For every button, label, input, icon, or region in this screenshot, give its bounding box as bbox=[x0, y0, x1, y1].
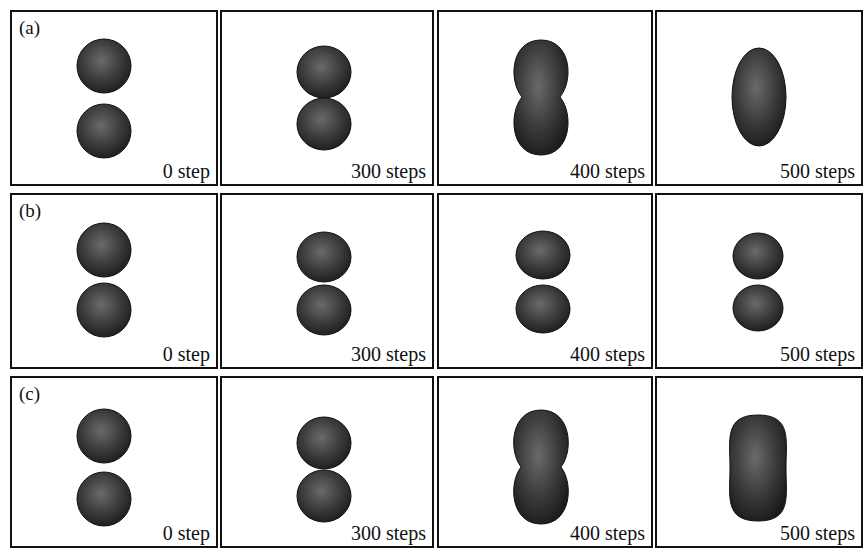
image-panel: 400 steps bbox=[437, 10, 653, 186]
droplet bbox=[297, 470, 351, 522]
image-panel: 500 steps bbox=[655, 10, 863, 186]
droplet bbox=[297, 285, 351, 335]
step-label: 400 steps bbox=[570, 161, 645, 181]
droplet bbox=[77, 472, 131, 526]
droplet bbox=[297, 46, 351, 98]
image-panel: 300 steps bbox=[220, 193, 434, 369]
droplet bbox=[730, 415, 787, 521]
image-panel: 500 steps bbox=[655, 193, 863, 369]
step-label: 400 steps bbox=[570, 344, 645, 364]
step-label: 300 steps bbox=[351, 344, 426, 364]
image-panel: (a) 0 step bbox=[10, 10, 218, 186]
droplet bbox=[516, 231, 570, 279]
droplet bbox=[297, 417, 351, 469]
droplet bbox=[514, 40, 568, 155]
droplet bbox=[733, 233, 783, 279]
image-panel: (b) 0 step bbox=[10, 193, 218, 369]
panel-letter: (c) bbox=[19, 384, 40, 403]
image-panel: 400 steps bbox=[437, 376, 653, 548]
step-label: 500 steps bbox=[780, 161, 855, 181]
step-label: 0 step bbox=[163, 523, 210, 543]
droplet bbox=[77, 409, 131, 463]
panel-letter: (b) bbox=[19, 201, 41, 220]
image-panel: 300 steps bbox=[220, 376, 434, 548]
image-panel: 400 steps bbox=[437, 193, 653, 369]
droplet bbox=[77, 283, 131, 337]
droplet bbox=[297, 98, 351, 150]
step-label: 400 steps bbox=[570, 523, 645, 543]
step-label: 300 steps bbox=[351, 523, 426, 543]
image-panel: 500 steps bbox=[655, 376, 863, 548]
droplet bbox=[77, 223, 131, 277]
step-label: 0 step bbox=[163, 344, 210, 364]
droplet bbox=[77, 104, 131, 158]
droplet bbox=[732, 48, 786, 146]
image-panel: (c) 0 step bbox=[10, 376, 218, 548]
image-panel: 300 steps bbox=[220, 10, 434, 186]
step-label: 300 steps bbox=[351, 161, 426, 181]
droplet bbox=[297, 232, 351, 282]
droplet bbox=[77, 39, 131, 93]
step-label: 500 steps bbox=[780, 344, 855, 364]
step-label: 500 steps bbox=[780, 523, 855, 543]
droplet bbox=[514, 410, 569, 524]
panel-letter: (a) bbox=[19, 18, 40, 37]
droplet bbox=[516, 285, 570, 333]
droplet bbox=[733, 285, 783, 331]
step-label: 0 step bbox=[163, 161, 210, 181]
